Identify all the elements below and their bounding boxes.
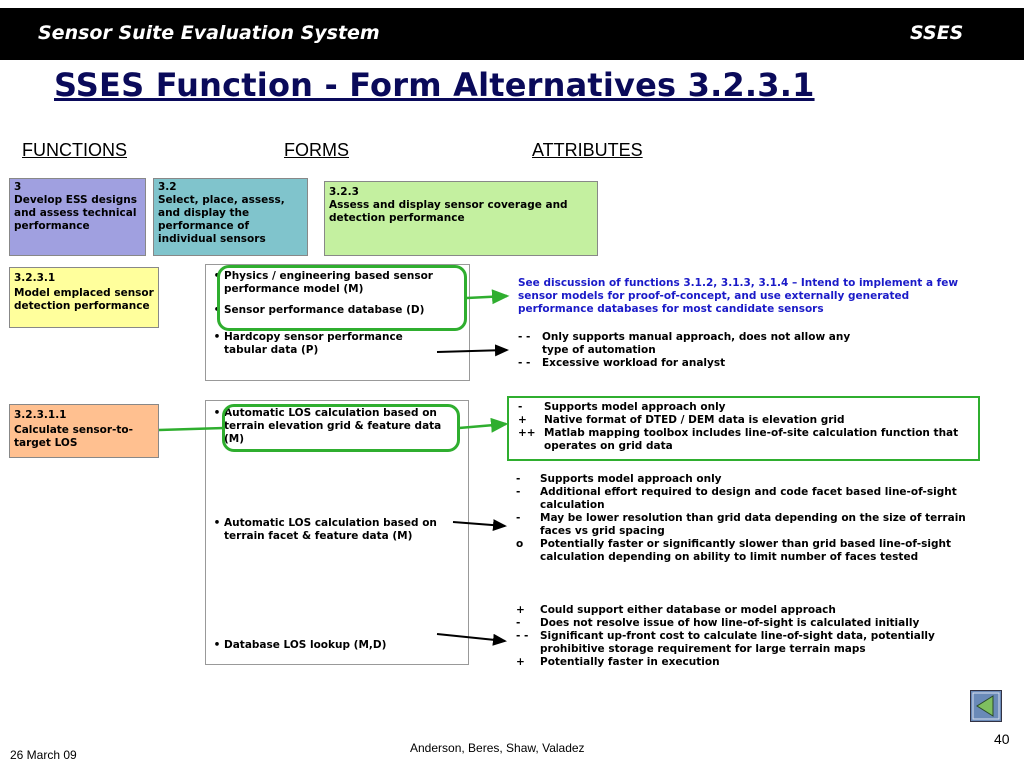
- attribute-row: - -Excessive workload for analyst: [518, 357, 726, 369]
- function-box-3-2: 3.2 Select, place, assess, and display t…: [153, 178, 308, 256]
- attribute-list-3: -Supports model approach only -Additiona…: [516, 473, 966, 564]
- function-box-3-2-3-1-1: 3.2.3.1.1 Calculate sensor-to-target LOS: [9, 404, 159, 458]
- footer-date: 26 March 09: [10, 748, 77, 762]
- attribute-row: +Potentially faster in execution: [516, 656, 720, 668]
- attribute-row: -May be lower resolution than grid data …: [516, 512, 966, 537]
- function-text: Develop ESS designs and assess technical…: [14, 194, 137, 232]
- slide-title: SSES Function - Form Alternatives 3.2.3.…: [54, 66, 815, 104]
- attribute-list-2: -Supports model approach only +Native fo…: [518, 401, 973, 453]
- selected-form-ring-1: [217, 265, 467, 331]
- forms-list-2-item-3: •Database LOS lookup (M,D): [210, 639, 452, 652]
- attribute-note: See discussion of functions 3.1.2, 3.1.3…: [518, 277, 959, 315]
- app-abbreviation: SSES: [910, 22, 964, 44]
- form-item: •Automatic LOS calculation based on terr…: [210, 517, 452, 543]
- bullet-icon: •: [213, 639, 221, 651]
- function-id: 3.2.3.1: [14, 272, 56, 284]
- function-id: 3.2.3.1.1: [14, 409, 67, 421]
- function-text: Select, place, assess, and display the p…: [158, 194, 285, 245]
- attribute-row: +Native format of DTED / DEM data is ele…: [518, 414, 845, 426]
- function-box-3-2-3-1: 3.2.3.1 Model emplaced sensor detection …: [9, 267, 159, 328]
- attribute-row: -Additional effort required to design an…: [516, 486, 957, 511]
- form-item: •Hardcopy sensor performance tabular dat…: [210, 331, 425, 357]
- attribute-row: -Supports model approach only: [518, 401, 726, 413]
- attribute-row: - -Only supports manual approach, does n…: [518, 331, 851, 356]
- function-id: 3.2.3: [329, 186, 359, 198]
- back-triangle-icon: [972, 692, 1000, 720]
- arrow-facet: [452, 519, 507, 532]
- function-box-3: 3 Develop ESS designs and assess technic…: [9, 178, 146, 256]
- app-title: Sensor Suite Evaluation System: [38, 22, 380, 44]
- header-bar: [0, 8, 1024, 60]
- arrow-database: [436, 633, 507, 646]
- forms-list-1: •Physics / engineering based sensor perf…: [210, 270, 465, 357]
- arrow-hardcopy: [436, 344, 509, 357]
- bullet-icon: •: [213, 517, 221, 529]
- back-button[interactable]: [970, 690, 1002, 722]
- forms-box-los: [205, 400, 469, 665]
- attribute-row: -Supports model approach only: [516, 473, 722, 485]
- functions-heading: FUNCTIONS: [22, 140, 127, 160]
- page-number: 40: [994, 731, 1010, 747]
- footer-authors: Anderson, Beres, Shaw, Valadez: [410, 741, 585, 755]
- forms-list-2-item-2: •Automatic LOS calculation based on terr…: [210, 517, 452, 543]
- function-text: Model emplaced sensor detection performa…: [14, 287, 154, 312]
- attribute-row: ++Matlab mapping toolbox includes line-o…: [518, 427, 959, 452]
- forms-box-sensor-performance: [205, 264, 470, 381]
- forms-list-2-item-1: •Automatic LOS calculation based on terr…: [210, 407, 452, 446]
- forms-heading: FORMS: [284, 140, 349, 160]
- function-box-3-2-3: 3.2.3 Assess and display sensor coverage…: [324, 181, 598, 256]
- function-id: 3.2: [158, 181, 177, 193]
- attribute-row: +Could support either database or model …: [516, 604, 836, 616]
- connector-green-los: [158, 426, 225, 432]
- form-item: •Physics / engineering based sensor perf…: [210, 270, 465, 296]
- attributes-heading: ATTRIBUTES: [532, 140, 643, 160]
- attribute-list-1: - -Only supports manual approach, does n…: [518, 331, 858, 370]
- arrow-green-2: [458, 417, 509, 433]
- arrow-green-1: [466, 289, 510, 305]
- attribute-row: -Does not resolve issue of how line-of-s…: [516, 617, 920, 629]
- form-item: •Database LOS lookup (M,D): [210, 639, 452, 652]
- bullet-icon: •: [213, 331, 221, 343]
- bullet-icon: •: [213, 407, 221, 419]
- function-text: Calculate sensor-to-target LOS: [14, 424, 134, 449]
- attribute-row: - -Significant up-front cost to calculat…: [516, 630, 935, 655]
- function-text: Assess and display sensor coverage and d…: [329, 199, 568, 224]
- function-id: 3: [14, 181, 22, 193]
- form-item: •Automatic LOS calculation based on terr…: [210, 407, 452, 446]
- attribute-list-4: +Could support either database or model …: [516, 604, 966, 669]
